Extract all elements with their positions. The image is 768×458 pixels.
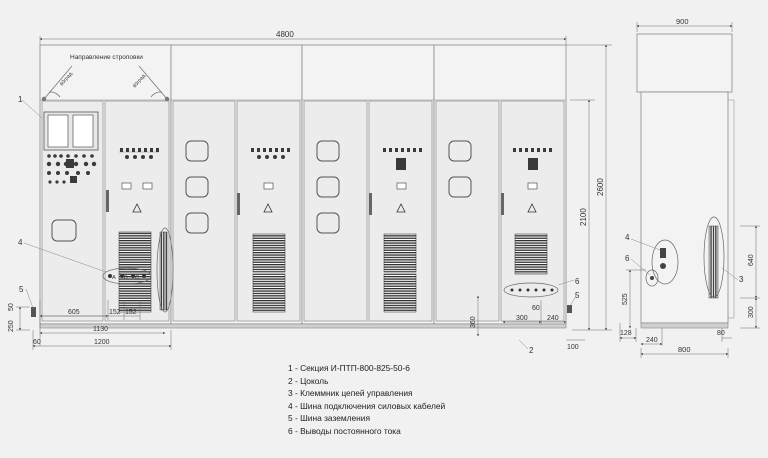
callout-5-left: 5	[19, 285, 24, 294]
instrument-panel	[43, 111, 99, 242]
control-door-details	[106, 140, 552, 313]
dim-1200: 1200	[94, 339, 110, 346]
side-callout-4: 4	[625, 233, 630, 242]
dim-100: 100	[567, 344, 579, 351]
grounding-bus-left	[31, 307, 36, 317]
side-top-box	[636, 33, 733, 93]
legend-item: 6 - Выводы постоянного тока	[288, 425, 401, 436]
side-dim-800: 800	[678, 345, 691, 354]
dim-250: 250	[8, 320, 15, 332]
power-bus-abc: A B C	[102, 267, 152, 285]
legend-item: 3 - Клеммник цепей управления	[288, 388, 413, 399]
side-dim-525: 525	[622, 293, 629, 305]
side-dim-128: 128	[620, 330, 632, 337]
dim-152-b: 152	[125, 309, 137, 316]
dim-heights: 2100 2600	[566, 44, 612, 331]
door-4-right	[500, 100, 565, 322]
grounding-bus-right	[567, 305, 572, 313]
door-2-left	[172, 100, 236, 322]
legend-item: 5 - Шина заземления	[288, 413, 371, 424]
bus-letter-c: C	[135, 275, 139, 281]
height-2100-label: 2100	[579, 208, 588, 226]
height-2600-label: 2600	[596, 178, 605, 196]
callouts-front: 1 4 5 6 5 2	[18, 95, 580, 355]
total-width-label: 4800	[276, 30, 294, 39]
dim-bottom: 605 152 152 1130 1200 60 250 50 360 300 …	[8, 295, 585, 351]
dim-152-a: 152	[109, 309, 121, 316]
side-terminal-strip	[708, 225, 719, 299]
dim-360: 360	[470, 316, 477, 328]
bus-letter-b: B	[124, 275, 128, 281]
dim-300-front: 300	[516, 315, 528, 322]
dim-60: 60	[33, 339, 41, 346]
side-plinth	[640, 322, 729, 329]
callout-1: 1	[18, 95, 23, 104]
bus-letter-a: A	[112, 275, 116, 281]
dim-1130: 1130	[93, 326, 108, 333]
side-dim-240: 240	[646, 337, 658, 344]
side-dim-80: 80	[717, 330, 725, 337]
side-callout-6: 6	[625, 254, 630, 263]
door-1-right	[104, 100, 170, 322]
dim-605: 605	[68, 309, 80, 316]
door-3-left	[303, 100, 368, 322]
side-top-width: 900	[676, 17, 689, 26]
side-dim-300: 300	[748, 306, 755, 318]
dim-50: 50	[8, 303, 15, 311]
dim-240-front: 240	[547, 315, 559, 322]
callout-5-right: 5	[575, 291, 580, 300]
callout-2: 2	[529, 346, 534, 355]
dim-60-front: 60	[532, 305, 540, 312]
front-view: 4800 Направление строповки 60град.	[8, 30, 612, 355]
parts-legend: 1 - Секция И-ПТП-800-825-50-6 2 - Цоколь…	[288, 362, 445, 438]
lifting-label: Направление строповки	[70, 54, 143, 61]
callout-6-front: 6	[575, 277, 580, 286]
legend-item: 2 - Цоколь	[288, 375, 329, 386]
dim-total-width: 4800	[39, 30, 567, 46]
door-4-left	[435, 100, 500, 322]
callout-4: 4	[18, 238, 23, 247]
side-callout-3: 3	[739, 275, 744, 284]
side-dim-640: 640	[748, 254, 755, 266]
legend-item: 1 - Секция И-ПТП-800-825-50-6	[288, 363, 410, 373]
dc-outputs	[503, 282, 559, 298]
control-terminal-strip	[159, 231, 168, 311]
plinth	[39, 323, 567, 329]
side-view: 900 4 6 3 640 300 525	[619, 17, 760, 358]
legend-item: 4 - Шина подключения силовых кабелей	[288, 400, 446, 411]
